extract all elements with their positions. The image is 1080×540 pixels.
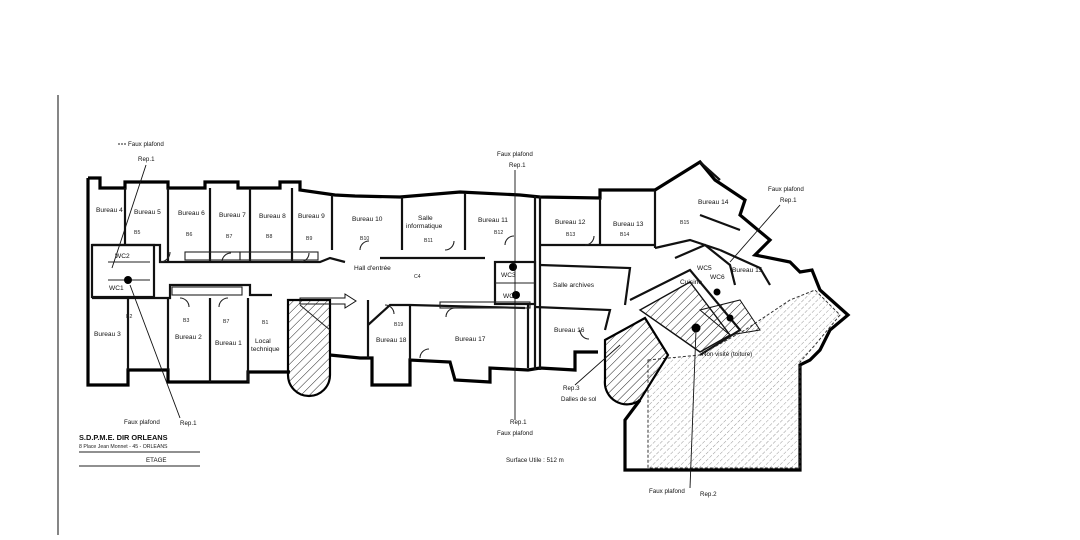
room-label: Bureau 8: [259, 213, 286, 220]
wc-label: WC4: [503, 293, 518, 300]
room-label: Bureau 2: [175, 334, 202, 341]
room-code: B6: [186, 232, 192, 238]
building-walls: [86, 176, 657, 387]
room-code: B12: [494, 230, 503, 236]
room-code: B7: [226, 234, 232, 240]
annotations: Faux plafond Rep.1 Faux plafond Rep.1 Fa…: [118, 141, 804, 498]
room-code: B10: [360, 236, 369, 242]
annotation-non-visite: Non visité (toiture): [702, 351, 752, 358]
room-label: Local: [255, 338, 271, 345]
sample-markers: [124, 263, 734, 333]
stair-tower-east: [603, 316, 670, 406]
room-label: Bureau 16: [554, 327, 585, 334]
annotation-rep2: Rep.2: [700, 491, 717, 498]
room-label: Bureau 4: [96, 207, 123, 214]
room-label: Bureau 7: [219, 212, 246, 219]
stair-tower-west: [286, 298, 332, 398]
room-label: Salle: [418, 215, 433, 222]
room-code: B7: [223, 319, 229, 325]
sample-point: [124, 276, 132, 284]
room-code: B14: [620, 232, 629, 238]
annotation-faux-plafond: Faux plafond: [649, 488, 685, 495]
room-label: Bureau 13: [613, 221, 644, 228]
room-code: B15: [680, 220, 689, 226]
sample-point: [509, 263, 517, 271]
sample-point: [512, 291, 520, 299]
sample-point: [713, 288, 721, 296]
annotation-faux-plafond: Faux plafond: [497, 151, 533, 158]
room-label: Salle archives: [553, 282, 595, 289]
title-address: 8 Place Jean Monnet - 45 - ORLEANS: [79, 444, 168, 450]
entry-arrow: [299, 293, 357, 309]
room-label: Bureau 1: [215, 340, 242, 347]
annotation-faux-plafond: Faux plafond: [497, 430, 533, 437]
room-label: Bureau 5: [134, 209, 161, 216]
room-label-line2: technique: [251, 346, 280, 353]
room-label: Bureau 9: [298, 213, 325, 220]
annotation-dalles: Dalles de sol: [561, 396, 596, 403]
room-code: B1: [262, 320, 268, 326]
room-label: Hall d'entrée: [354, 265, 391, 272]
room-code: B13: [566, 232, 575, 238]
room-code: B9: [306, 236, 312, 242]
room-label: Bureau 12: [555, 219, 586, 226]
annotation-rep1: Rep.1: [510, 419, 527, 426]
room-code: B5: [134, 230, 140, 236]
east-wing-walls: [623, 159, 851, 472]
leader-lines: [111, 164, 781, 489]
wc-label: WC6: [710, 274, 725, 281]
title-floor: ETAGE: [146, 457, 167, 464]
room-label: Bureau 18: [376, 337, 407, 344]
room-label: Bureau 11: [478, 217, 508, 224]
room-label-line2: informatique: [406, 223, 443, 230]
door-swings: [159, 235, 595, 359]
room-code: B3: [183, 318, 189, 324]
annotation-rep1: Rep.1: [509, 162, 526, 169]
room-labels: Bureau 4 Bureau 5 B5 Bureau 6 B6 Bureau …: [94, 199, 763, 353]
annotation-rep1: Rep.1: [180, 420, 197, 427]
title-block: S.D.P.M.E. DIR ORLEANS 8 Place Jean Monn…: [79, 433, 564, 467]
wc-label: WC2: [115, 253, 130, 260]
room-code: C4: [414, 274, 421, 280]
wc-labels: WC2 WC1 WC3 WC4 WC5 WC6: [109, 253, 725, 300]
room-code: B19: [394, 322, 403, 328]
room-label: Bureau 17: [455, 336, 486, 343]
room-label: Cuisine: [680, 279, 702, 286]
annotation-rep1: Rep.1: [138, 156, 155, 163]
room-code: B8: [266, 234, 272, 240]
sample-point: [691, 323, 701, 333]
sample-point: [726, 314, 734, 322]
annotation-rep1: Rep.1: [780, 197, 797, 204]
annotation-faux-plafond: Faux plafond: [768, 186, 804, 193]
wc-label: WC3: [501, 272, 516, 279]
title-org: S.D.P.M.E. DIR ORLEANS: [79, 433, 168, 442]
wc-label: WC1: [109, 285, 124, 292]
annotation-faux-plafond: Faux plafond: [124, 419, 160, 426]
room-label: Bureau 6: [178, 210, 205, 217]
room-label: Bureau 14: [698, 199, 729, 206]
annotation-faux-plafond: Faux plafond: [128, 141, 164, 148]
room-label: Bureau 3: [94, 331, 121, 338]
room-code: B2: [126, 314, 132, 320]
room-label: Bureau 10: [352, 216, 383, 223]
title-surface: Surface Utile : 512 m: [506, 457, 564, 464]
room-label: Bureau 15: [732, 267, 763, 274]
annotation-rep3: Rep.3: [563, 385, 580, 392]
room-code: B11: [424, 238, 433, 244]
wc-label: WC5: [697, 265, 712, 272]
